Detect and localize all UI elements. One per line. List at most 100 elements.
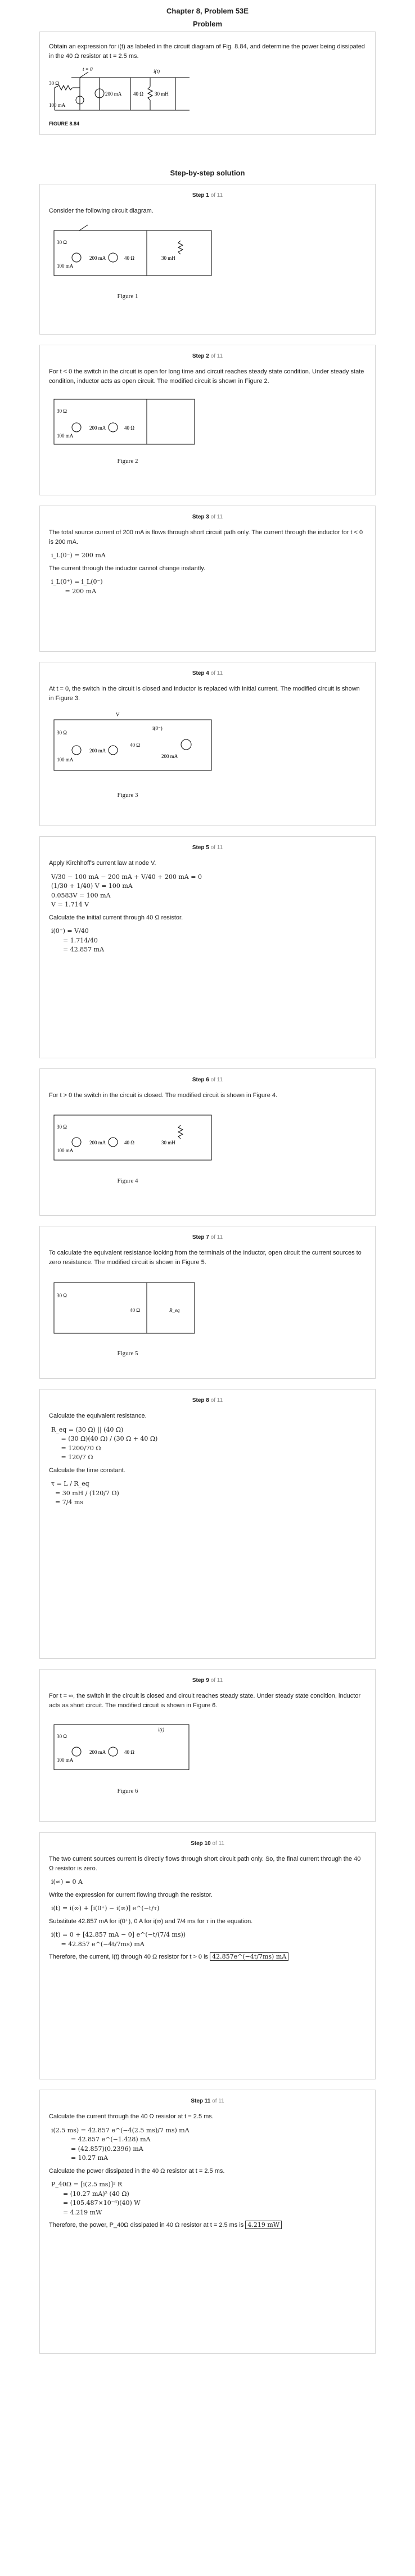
fig4-30mh: 30 mH (161, 1140, 175, 1145)
step-text-2: Calculate the power dissipated in the 40… (49, 2167, 225, 2175)
circuit-figure-1: 30 Ω 100 mA 200 mA 40 Ω 30 mH (53, 224, 212, 276)
answer-box: 42.857e^(−4t/7ms) mA (210, 1952, 289, 1961)
step-7: Step 7 of 11 To calculate the equivalent… (39, 1226, 376, 1379)
step-number: Step 4 (192, 670, 209, 676)
equation: V/30 − 100 mA − 200 mA + V/40 + 200 mA =… (51, 873, 202, 909)
problem-circuit-diagram: 30 Ω 100 mA t = 0 200 mA 40 Ω i(t) 30 mH (49, 66, 190, 111)
problem-label-it: i(t) (154, 69, 160, 74)
fig5-req: R_eq (169, 1307, 180, 1313)
problem-label-200: 200 mA (105, 91, 122, 97)
figure-caption: Figure 3 (117, 791, 138, 798)
step-text: Calculate the current through the 40 Ω r… (49, 2113, 214, 2120)
problem-text: Obtain an expression for i(t) as labeled… (49, 43, 365, 60)
fig3-40: 40 Ω (130, 742, 140, 748)
fig4-200: 200 mA (89, 1140, 106, 1145)
step-text: The total source current of 200 mA is fl… (49, 529, 363, 545)
fig3-100: 100 mA (57, 757, 74, 763)
fig4-100: 100 mA (57, 1148, 74, 1153)
step-1: Step 1 of 11 Consider the following circ… (39, 184, 376, 335)
step-number: Step 3 (192, 514, 209, 520)
step-count: of 11 (210, 192, 223, 198)
step-text: At t = 0, the switch in the circuit is c… (49, 685, 360, 702)
step-count: of 11 (210, 1677, 223, 1684)
step-text-3: Substitute 42.857 mA for i(0⁺), 0 A for … (49, 1918, 253, 1925)
step-text-2: Calculate the time constant. (49, 1467, 125, 1474)
fig1-100: 100 mA (57, 263, 74, 269)
step-number: Step 7 (192, 1234, 209, 1240)
figure-caption: Figure 5 (117, 1350, 138, 1357)
step-text-3: Therefore, the power, P_40Ω dissipated i… (49, 2221, 366, 2230)
equation: R_eq = (30 Ω) || (40 Ω) = (30 Ω)(40 Ω) /… (51, 1425, 158, 1461)
fig6-40: 40 Ω (124, 1749, 134, 1755)
fig5-30: 30 Ω (57, 1293, 67, 1298)
figure-caption: Figure 4 (117, 1178, 138, 1184)
step-text-2: The current through the inductor cannot … (49, 565, 206, 572)
fig2-40: 40 Ω (124, 425, 134, 431)
step-text: Apply Kirchhoff's current law at node V. (49, 860, 156, 867)
problem-heading: Problem (192, 20, 222, 28)
step-number: Step 5 (192, 845, 209, 851)
problem-label-30: 30 Ω (49, 80, 59, 86)
figure-caption: Figure 1 (117, 293, 138, 300)
fig2-30: 30 Ω (57, 408, 67, 414)
step-9: Step 9 of 11 For t = ∞, the switch in th… (39, 1669, 376, 1822)
conclusion-text: Therefore, the current, i(t) through 40 … (49, 1954, 209, 1960)
answer-box: 4.219 mW (245, 2221, 282, 2229)
problem-label-t0: t = 0 (83, 66, 93, 72)
step-count: of 11 (212, 1840, 224, 1847)
circuit-figure-2: 30 Ω 100 mA 200 mA 40 Ω (53, 399, 195, 445)
circuit-figure-3: V 30 Ω 100 mA 200 mA 40 Ω i(0⁻) 200 mA (53, 712, 212, 771)
step-text: Consider the following circuit diagram. (49, 207, 154, 214)
problem-label-40: 40 Ω (133, 91, 143, 97)
fig2-200: 200 mA (89, 425, 106, 431)
problem-label-100: 100 mA (49, 102, 66, 108)
step-text-4: Therefore, the current, i(t) through 40 … (49, 1952, 366, 1962)
step-5: Step 5 of 11 Apply Kirchhoff's current l… (39, 836, 376, 1058)
step-text: To calculate the equivalent resistance l… (49, 1249, 362, 1266)
step-text-2: Write the expression for current flowing… (49, 1891, 213, 1898)
step-2: Step 2 of 11 For t < 0 the switch in the… (39, 345, 376, 495)
step-count: of 11 (210, 1397, 223, 1404)
conclusion-text: Therefore, the power, P_40Ω dissipated i… (49, 2222, 244, 2228)
equation: i(∞) = 0 A (51, 1878, 83, 1885)
fig6-30: 30 Ω (57, 1734, 67, 1739)
fig1-30: 30 Ω (57, 240, 67, 245)
fig4-40: 40 Ω (124, 1140, 134, 1145)
figure-caption: Figure 2 (117, 457, 138, 464)
step-count: of 11 (210, 353, 223, 359)
circuit-figure-5: 30 Ω 40 Ω R_eq (53, 1282, 195, 1334)
fig3-i0m: i(0⁻) (152, 725, 163, 731)
step-text-2: Calculate the initial current through 40… (49, 914, 183, 921)
step-number: Step 8 (192, 1397, 209, 1404)
fig4-30: 30 Ω (57, 1124, 67, 1130)
step-8: Step 8 of 11 Calculate the equivalent re… (39, 1389, 376, 1659)
solution-title: Step-by-step solution (170, 169, 245, 177)
equation: i(2.5 ms) = 42.857 e^(−4(2.5 ms)/7 ms) m… (51, 2126, 190, 2162)
step-3: Step 3 of 11 The total source current of… (39, 506, 376, 652)
fig2-100: 100 mA (57, 433, 74, 439)
step-text: For t = ∞, the switch in the circuit is … (49, 1693, 361, 1709)
fig6-200: 200 mA (89, 1749, 106, 1755)
fig6-100: 100 mA (57, 1757, 74, 1763)
step-4: Step 4 of 11 At t = 0, the switch in the… (39, 662, 376, 826)
step-count: of 11 (210, 845, 223, 851)
equation-2: τ = L / R_eq = 30 mH / (120/7 Ω) = 7/4 m… (51, 1480, 119, 1506)
step-10: Step 10 of 11 The two current sources cu… (39, 1832, 376, 2079)
step-count: of 11 (212, 2098, 224, 2104)
step-text: Calculate the equivalent resistance. (49, 1413, 147, 1419)
step-count: of 11 (210, 514, 223, 520)
step-count: of 11 (210, 1077, 223, 1083)
equation-2: i(0⁺) = V/40 = 1.714/40 = 42.857 mA (51, 927, 105, 953)
step-text: For t < 0 the switch in the circuit is o… (49, 368, 364, 385)
step-count: of 11 (210, 1234, 223, 1240)
problem-label-30mh: 30 mH (155, 91, 169, 97)
chapter-title: Chapter 8, Problem 53E (166, 7, 249, 15)
fig1-40: 40 Ω (124, 255, 134, 261)
equation-2: i(t) = i(∞) + [i(0⁺) − i(∞)] e^(−t/τ) (51, 1905, 160, 1912)
equation-3: i(t) = 0 + [42.857 mA − 0] e^(−t/(7/4 ms… (51, 1931, 186, 1948)
step-11: Step 11 of 11 Calculate the current thro… (39, 2090, 376, 2354)
step-number: Step 1 (192, 192, 209, 198)
equation: i_L(0⁻) = 200 mA (51, 552, 106, 559)
equation-2: i_L(0⁺) = i_L(0⁻) = 200 mA (51, 578, 103, 595)
step-number: Step 6 (192, 1077, 209, 1083)
